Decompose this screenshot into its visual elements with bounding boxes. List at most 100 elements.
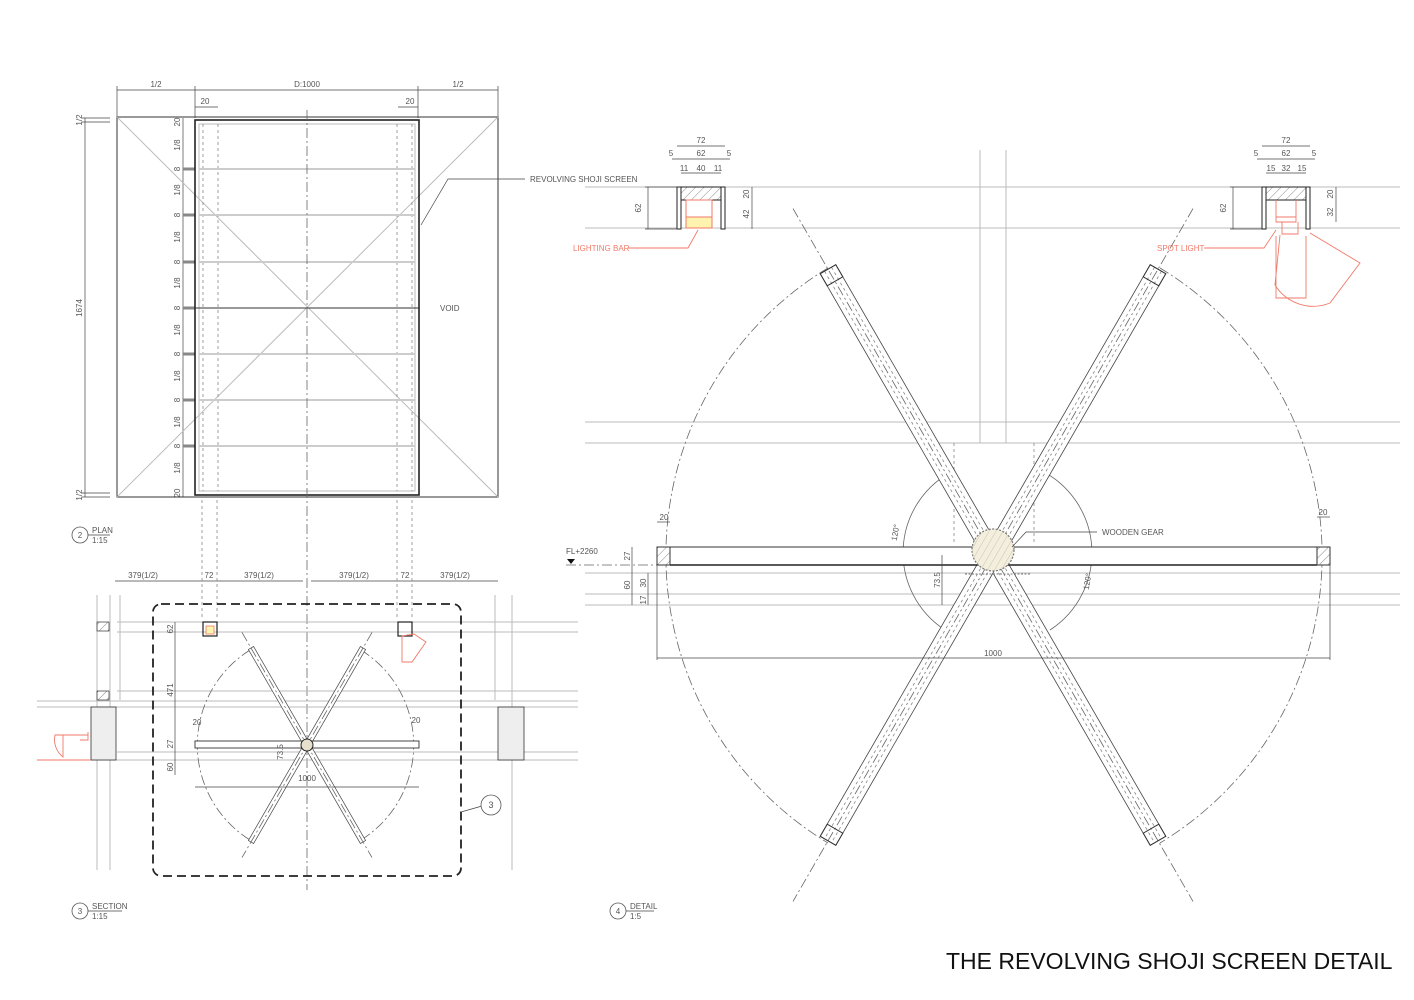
section-view: 379(1/2) 72 379(1/2) 379(1/2) 72 379(1/2… [37,500,578,921]
wooden-gear [971,528,1015,572]
dim-label: 8 [173,166,182,171]
dim-label: 379(1/2) [244,571,274,580]
dim-label: 72 [697,136,706,145]
angle-label: 120° [890,524,902,542]
dim-label: 1/2 [75,114,84,126]
dim-label: 8 [173,443,182,448]
angle-label: 120° [1082,573,1094,591]
dim-label: 32 [1282,164,1291,173]
dim-label: 27 [623,551,632,560]
dim-label: 20 [173,488,182,497]
sheet-title: THE REVOLVING SHOJI SCREEN DETAIL [946,948,1393,974]
dim-label: 8 [173,305,182,310]
dim-label: 30 [639,578,648,587]
dim-label: 73.5 [933,572,942,588]
dim-label: 72 [1282,136,1291,145]
spot-light-detail: 72 5 62 5 15 32 15 62 20 32 SPOT LIGHT [1157,136,1361,307]
dim-label: 1/8 [173,139,182,151]
dim-label: 42 [742,209,751,218]
callout-number: 3 [488,800,493,810]
view-name: DETAIL [630,902,658,911]
detail-view: 72 5 62 5 11 40 11 62 20 42 LIGHTING BAR… [566,136,1400,921]
view-number: 2 [78,531,83,540]
dim-label: 15 [1267,164,1276,173]
dim-label: 32 [1326,207,1335,216]
rail-marker [183,306,195,310]
dim-label: 11 [714,164,723,173]
dim-label: 72 [205,571,214,580]
section-callout: 3 [460,794,502,816]
dim-label: 20 [1326,189,1335,198]
dim-label: 471 [166,683,175,697]
dim-label: 62 [166,624,175,633]
view-name: SECTION [92,902,128,911]
dim-label: 73.5 [276,744,285,760]
dim-label: 1/8 [173,324,182,336]
dim-label: 379(1/2) [339,571,369,580]
dim-label: 1/8 [173,231,182,243]
lighting-bar-label: LIGHTING BAR [573,244,630,253]
dim-label: 62 [1219,203,1228,212]
rail-marker [183,213,195,217]
dim-label: 60 [166,762,175,771]
dim-label: 72 [401,571,410,580]
dim-label: 20 [201,97,210,106]
dim-label: 1674 [75,299,84,317]
dim-label: 60 [623,580,632,589]
view-number: 4 [616,907,621,916]
void-label: VOID [440,304,460,313]
dim-label: 1/2 [75,489,84,501]
dim-label: 20 [1319,508,1328,517]
dim-label: 62 [697,149,706,158]
wooden-gear-label: WOODEN GEAR [1102,528,1164,537]
detail-title-tag: 4 DETAIL 1:5 [609,902,658,921]
dim-label: 8 [173,351,182,356]
dim-label: 379(1/2) [440,571,470,580]
dim-label: 5 [669,149,674,158]
dim-label: 8 [173,259,182,264]
rail-marker [183,167,195,171]
section-title-tag: 3 SECTION 1:15 [71,902,128,921]
revolving-shoji-screen-label: REVOLVING SHOJI SCREEN [530,175,638,184]
dim-label: D:1000 [294,80,320,89]
view-scale: 1:15 [92,536,108,545]
dim-label: 20 [173,117,182,126]
dim-label: 1/8 [173,416,182,428]
rail-marker [183,398,195,402]
dim-label: 40 [697,164,706,173]
dim-label: 5 [1254,149,1259,158]
dim-label: 62 [634,203,643,212]
dim-label: 17 [639,595,648,604]
view-scale: 1:5 [630,912,642,921]
dim-label: 62 [1282,149,1291,158]
dim-label: 5 [1312,149,1317,158]
dim-label: 27 [166,739,175,748]
level-marker-label: FL+2260 [566,547,598,556]
dim-label: 20 [660,513,669,522]
dim-label: 20 [406,97,415,106]
dim-label: 20 [193,718,202,727]
dim-label: 379(1/2) [128,571,158,580]
dim-label: 20 [742,189,751,198]
dim-label: 11 [680,164,689,173]
dim-label: 1/8 [173,277,182,289]
lighting-bar-detail: 72 5 62 5 11 40 11 62 20 42 LIGHTING BAR [573,136,753,253]
rail-marker [183,260,195,264]
dim-label: 1000 [984,649,1002,658]
view-number: 3 [78,907,83,916]
view-name: PLAN [92,526,113,535]
dim-label: 1/8 [173,370,182,382]
rail-marker [183,352,195,356]
rail-marker [183,444,195,448]
dim-label: 15 [1298,164,1307,173]
spot-light-label: SPOT LIGHT [1157,244,1205,253]
dim-label: 8 [173,397,182,402]
dim-label: 8 [173,212,182,217]
dim-label: 1/8 [173,462,182,474]
dim-label: 5 [727,149,732,158]
plan-title-tag: 2 PLAN 1:15 [71,526,113,545]
dim-label: 20 [412,716,421,725]
view-scale: 1:15 [92,912,108,921]
dim-label: 1000 [298,774,316,783]
